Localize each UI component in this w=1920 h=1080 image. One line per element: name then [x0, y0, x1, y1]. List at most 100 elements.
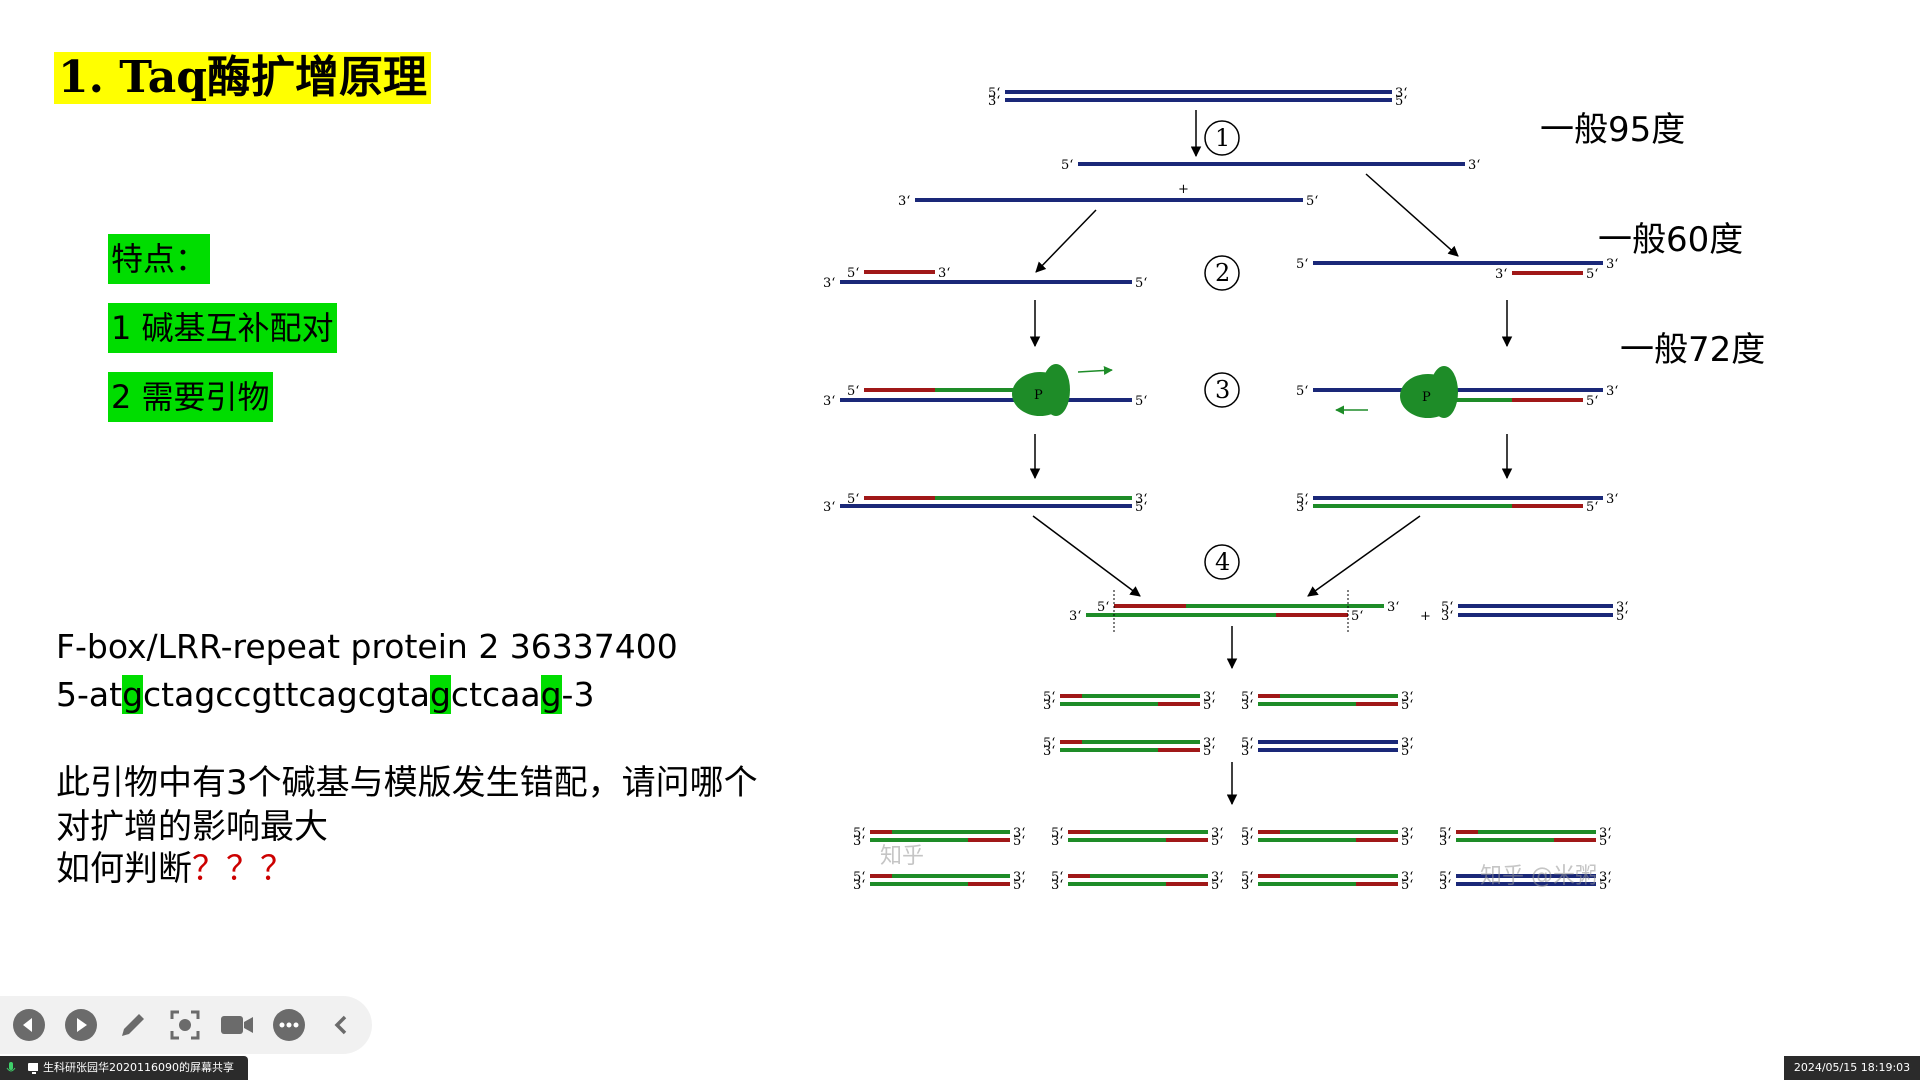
play-button[interactable] [62, 1006, 100, 1044]
end-label: 3‘ [1599, 870, 1611, 885]
extension-arrow [1077, 365, 1113, 375]
flow-arrow [1035, 209, 1097, 273]
end-label: 5‘ [988, 86, 1000, 101]
end-label: 3‘ [1211, 826, 1223, 841]
end-label: 5‘ [1599, 834, 1611, 849]
end-label: 3‘ [938, 266, 950, 281]
play-icon [65, 1009, 97, 1041]
end-label: 5‘ [1296, 492, 1308, 507]
camera-button[interactable] [218, 1006, 256, 1044]
end-label: 5‘ [1043, 690, 1055, 705]
polymerase-left: P [1012, 364, 1070, 416]
step-circle [1204, 120, 1240, 156]
end-label: 5‘ [1241, 690, 1253, 705]
end-label: 3‘ [1468, 158, 1480, 173]
question-text: 如何判断 [56, 849, 192, 889]
end-label: 5‘ [1061, 158, 1073, 173]
end-label: 3‘ [1203, 690, 1215, 705]
end-label: 3‘ [1616, 600, 1628, 615]
end-label: 5‘ [853, 870, 865, 885]
end-label: 5‘ [1401, 834, 1413, 849]
end-label: 5‘ [1135, 276, 1147, 291]
end-label: 3‘ [1203, 736, 1215, 751]
end-label: 3‘ [1013, 826, 1025, 841]
previous-button[interactable] [10, 1006, 48, 1044]
protein-name: F-box/LRR-repeat protein 2 36337400 [56, 627, 678, 666]
step-number: 3 [1215, 376, 1230, 404]
step-number: 1 [1215, 124, 1230, 152]
end-label: 3‘ [1439, 834, 1451, 849]
flow-arrows [1029, 110, 1513, 806]
end-label: 3‘ [1211, 870, 1223, 885]
watermark-right: 知乎 @米粥 [1480, 864, 1597, 889]
end-label: 5‘ [1097, 600, 1109, 615]
end-label: 3‘ [1439, 878, 1451, 893]
end-label: 3‘ [823, 276, 835, 291]
end-label: 3‘ [1043, 698, 1055, 713]
question-line-1: 此引物中有3个碱基与模版发生错配，请问哪个 [56, 763, 758, 803]
flow-arrow [1365, 173, 1459, 257]
feature-item-2: 2 需要引物 [108, 372, 273, 422]
end-label: 5‘ [1296, 384, 1308, 399]
end-label: 5‘ [847, 384, 859, 399]
end-label: 5‘ [1203, 698, 1215, 713]
mismatch-base-3: g [540, 675, 562, 714]
end-label: 5‘ [1135, 500, 1147, 515]
end-label: 3‘ [1051, 878, 1063, 893]
end-label: 5‘ [1296, 257, 1308, 272]
end-label: 3‘ [988, 94, 1000, 109]
screenshot-icon [170, 1010, 200, 1040]
mismatch-base-1: g [122, 675, 144, 714]
plus-sign: + [1420, 609, 1431, 624]
end-label: 5‘ [1013, 834, 1025, 849]
screen-share-status: 生科研张园华2020116090的屏幕共享 [0, 1056, 248, 1080]
end-label: 3‘ [1401, 826, 1413, 841]
seq-part: -3 [561, 675, 595, 714]
share-screen-icon [27, 1063, 38, 1074]
screenshot-button[interactable] [166, 1006, 204, 1044]
more-icon [273, 1009, 305, 1041]
temp-anneal: 一般60度 [1598, 220, 1744, 260]
dna-strands [840, 90, 1613, 886]
watermark-left: 知乎 [880, 844, 925, 869]
end-label: 5‘ [1241, 826, 1253, 841]
features-heading: 特点： [108, 234, 211, 284]
slide-title: 1. Taq酶扩增原理 [54, 52, 432, 104]
end-label: 5‘ [1051, 826, 1063, 841]
question-marks: ？？？ [192, 849, 294, 889]
end-label: 3‘ [1135, 492, 1147, 507]
end-label: 5‘ [1211, 878, 1223, 893]
question-line-3: 如何判断？？？ [56, 848, 294, 890]
end-label: 3‘ [1069, 609, 1081, 624]
step-circle [1204, 544, 1240, 580]
end-label: 5‘ [1241, 736, 1253, 751]
seq-part: 5-at [56, 675, 123, 714]
flow-arrow [1307, 515, 1421, 597]
polymerase-lobe [1042, 364, 1070, 416]
end-label: 5‘ [1211, 834, 1223, 849]
pen-button[interactable] [114, 1006, 152, 1044]
end-label: 3‘ [1013, 870, 1025, 885]
feature-item-1: 1 碱基互补配对 [108, 303, 337, 353]
seq-part: ctagccgttcagcgta [143, 675, 430, 714]
end-label: 3‘ [853, 878, 865, 893]
end-label: 3‘ [1241, 834, 1253, 849]
end-label: 5‘ [1586, 267, 1598, 282]
end-label: 5‘ [1616, 609, 1628, 624]
polymerase-label: P [1034, 388, 1043, 403]
end-label: 3‘ [1401, 690, 1413, 705]
end-label: 5‘ [1306, 194, 1318, 209]
plus-sign: + [1178, 182, 1189, 197]
collapse-button[interactable] [322, 1006, 360, 1044]
more-button[interactable] [270, 1006, 308, 1044]
end-label: 5‘ [847, 266, 859, 281]
pen-icon [122, 1014, 144, 1036]
end-label: 3‘ [1387, 600, 1399, 615]
end-label: 3‘ [1606, 492, 1618, 507]
previous-icon [13, 1009, 45, 1041]
chevron-left-icon [334, 1015, 347, 1035]
end-label: 3‘ [1495, 267, 1507, 282]
polymerase-label: P [1422, 390, 1431, 405]
